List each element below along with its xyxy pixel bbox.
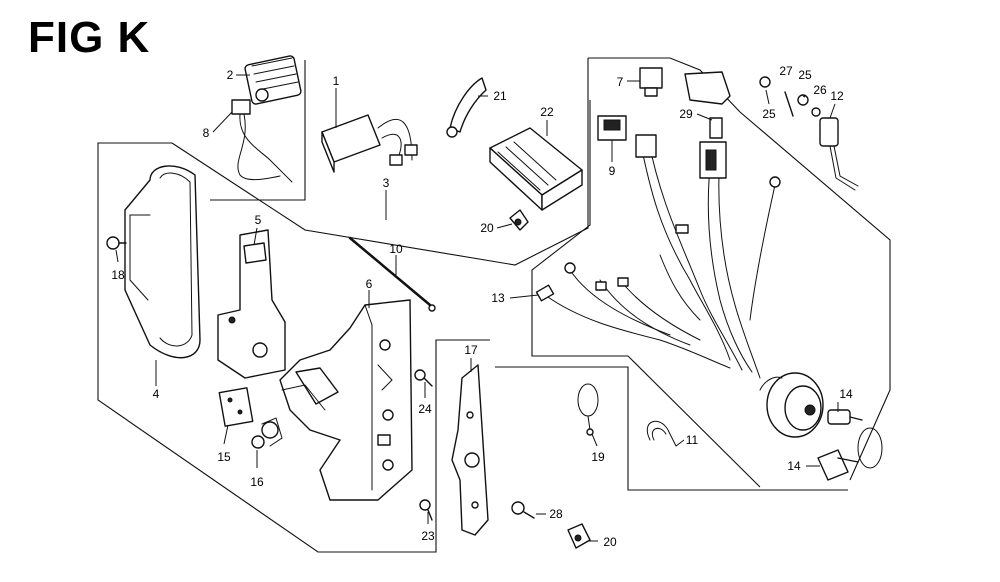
group-frame-right — [588, 57, 891, 481]
callout-9: 9 — [609, 164, 616, 178]
control-panel-part — [279, 299, 413, 501]
callout-11: 11 — [686, 433, 699, 447]
relay-part — [639, 67, 663, 97]
callout-2: 2 — [227, 68, 234, 82]
small-clip-upper-part — [509, 209, 529, 231]
callout-1: 1 — [333, 74, 340, 88]
leader-lines — [115, 74, 839, 542]
callout-15: 15 — [217, 450, 231, 464]
clamp-part — [446, 77, 487, 138]
switch-part — [218, 387, 254, 427]
callout-labels: 1 2 3 4 5 6 7 8 9 10 11 12 13 14 14 15 1… — [111, 64, 853, 549]
group-frame-upper — [171, 58, 589, 266]
callout-6: 6 — [366, 277, 373, 291]
bracket-part — [217, 229, 286, 379]
callout-4: 4 — [153, 387, 160, 401]
callout-13: 13 — [491, 291, 505, 305]
screw-part-18 — [106, 236, 127, 250]
screw-part-24 — [414, 369, 433, 387]
rod-part — [348, 236, 436, 312]
callout-17: 17 — [464, 343, 478, 357]
battery-box-part — [489, 127, 583, 211]
callout-16: 16 — [250, 475, 264, 489]
cable-band-part — [577, 383, 599, 436]
terminal-part — [819, 117, 859, 191]
callout-24: 24 — [418, 402, 432, 416]
callout-10: 10 — [389, 242, 403, 256]
fuse-holder-part — [597, 115, 627, 141]
control-box-cover-part — [124, 165, 201, 359]
callout-27: 27 — [779, 64, 793, 78]
callout-7: 7 — [617, 75, 624, 89]
callout-20b: 20 — [603, 535, 617, 549]
callout-5: 5 — [255, 213, 262, 227]
group-frame-left — [97, 142, 490, 553]
group-frame-harness — [531, 100, 761, 488]
callout-12: 12 — [830, 89, 844, 103]
callout-14a: 14 — [839, 387, 853, 401]
figure-title: FIG K — [28, 13, 151, 62]
callout-8: 8 — [203, 126, 210, 140]
small-clip-lower-part — [567, 523, 591, 549]
callout-28: 28 — [549, 507, 563, 521]
callout-23: 23 — [421, 529, 435, 543]
regulator-wire-part — [231, 99, 293, 183]
key-part-upper — [827, 409, 883, 469]
bolt-part-28 — [511, 501, 535, 519]
regulator-part — [244, 55, 302, 105]
callout-14b: 14 — [787, 459, 801, 473]
callout-19: 19 — [591, 450, 605, 464]
key-part-lower — [817, 449, 859, 481]
callout-22: 22 — [540, 105, 554, 119]
harness-clamp-part — [646, 420, 677, 447]
screw-part-23 — [419, 499, 433, 521]
ignition-switch-part — [759, 372, 824, 438]
callout-3: 3 — [383, 176, 390, 190]
callout-26: 26 — [813, 83, 827, 97]
callout-25b: 25 — [798, 68, 812, 82]
callout-18: 18 — [111, 268, 125, 282]
nut-washer-hardware — [759, 76, 821, 117]
callout-20a: 20 — [480, 221, 494, 235]
connector-part — [251, 417, 283, 449]
callout-21: 21 — [493, 89, 507, 103]
callout-29: 29 — [679, 107, 693, 121]
wire-harness-part — [535, 134, 781, 379]
group-frame-regulator — [210, 60, 306, 201]
group-frame-clips — [495, 366, 848, 491]
mounting-plate-part — [451, 364, 489, 536]
callout-25a: 25 — [762, 107, 776, 121]
fuse-cover-part — [684, 71, 731, 139]
